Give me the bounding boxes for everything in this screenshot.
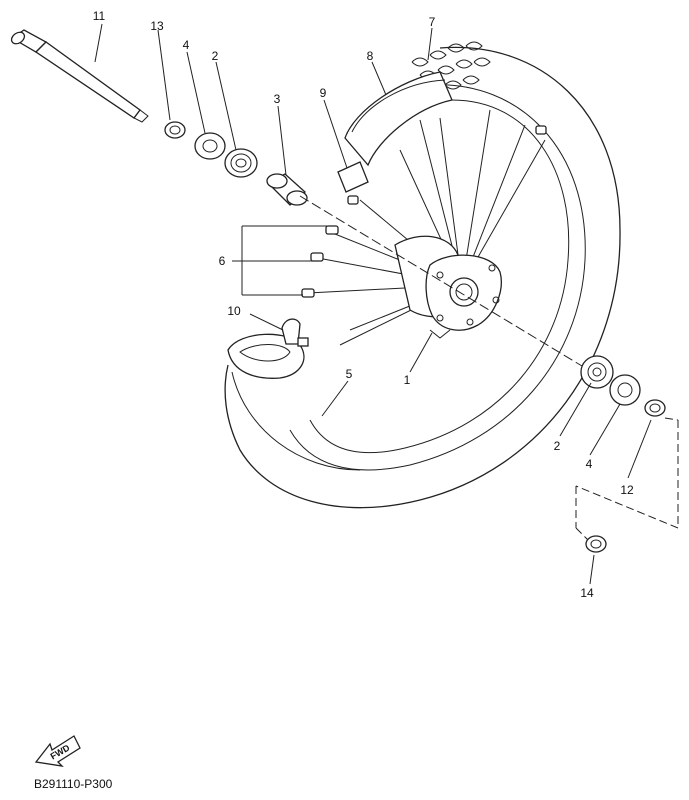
oil-seal-left: [194, 132, 226, 160]
callout-5: 5: [346, 367, 353, 381]
oil-seal-right: [609, 374, 641, 406]
rim-lock: [337, 161, 369, 193]
callout-2-left: 2: [212, 49, 219, 63]
callout-9: 9: [320, 86, 327, 100]
tube: [227, 333, 361, 471]
callout-10: 10: [227, 304, 241, 318]
callout-8: 8: [367, 49, 374, 63]
spoke-nipples: [301, 125, 547, 298]
callout-14: 14: [580, 586, 594, 600]
callout-11: 11: [93, 9, 106, 23]
callout-7: 7: [429, 15, 436, 29]
callout-numbers: 11 13 4 2 3 9 8 7 6 10 5 1 2 4 12 14: [93, 9, 634, 600]
fwd-arrow-icon: FWD: [34, 735, 81, 767]
collar-right: [644, 399, 666, 417]
callout-4-left: 4: [183, 38, 190, 52]
tire-tread: [411, 41, 491, 90]
collar-left: [164, 121, 186, 139]
spacer: [266, 173, 308, 206]
callout-1: 1: [404, 373, 411, 387]
collar-alt: [585, 535, 607, 553]
callout-6: 6: [219, 254, 226, 268]
rim-strip: [344, 71, 453, 167]
callout-4-right: 4: [586, 457, 593, 471]
bearing-left: [224, 148, 258, 178]
axle: [10, 29, 149, 123]
leader-lines: [94, 23, 679, 585]
callout-12: 12: [620, 483, 634, 497]
callout-3: 3: [274, 92, 281, 106]
bearing-right: [580, 355, 614, 389]
callout-2-right: 2: [554, 439, 561, 453]
hub: [394, 235, 502, 339]
callout-13: 13: [150, 19, 164, 33]
reference-code: B291110-P300: [34, 777, 113, 791]
valve-stem: [281, 318, 309, 347]
